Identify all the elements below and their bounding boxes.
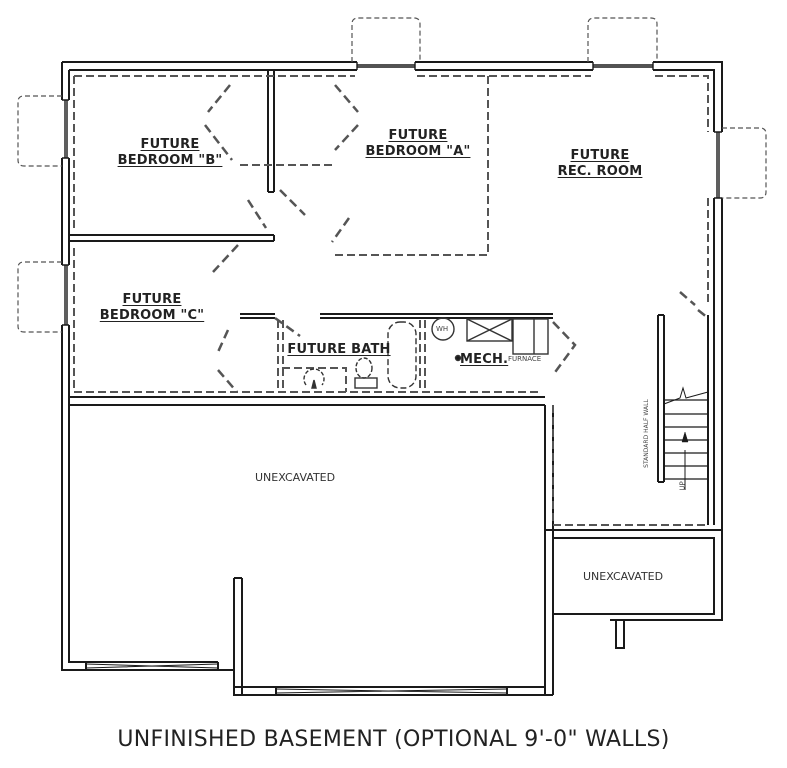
- rec-room-line1: FUTURE: [570, 148, 630, 163]
- exterior-walls: [61, 61, 723, 696]
- bath-line1: FUTURE BATH: [287, 342, 391, 357]
- room-label-bath: FUTURE BATH: [280, 342, 398, 358]
- bedroom-a-line2: BEDROOM "A": [365, 144, 471, 159]
- room-label-bedroom-a: FUTURE BEDROOM "A": [358, 128, 478, 160]
- room-label-rec-room: FUTURE REC. ROOM: [545, 148, 655, 180]
- bedroom-c-line1: FUTURE: [122, 292, 182, 307]
- room-label-bedroom-c: FUTURE BEDROOM "C": [92, 292, 212, 324]
- stair-up-label: UP: [678, 481, 687, 491]
- interior-walls: [69, 70, 723, 649]
- room-label-bedroom-b: FUTURE BEDROOM "B": [110, 137, 230, 169]
- bedroom-a-line1: FUTURE: [388, 128, 448, 143]
- furnace-label: FURNACE: [508, 355, 542, 363]
- stair-half-wall-note: STANDARD HALF WALL: [642, 399, 650, 468]
- bedroom-c-line2: BEDROOM "C": [99, 308, 205, 323]
- rec-room-line2: REC. ROOM: [557, 164, 643, 179]
- plan-title: UNFINISHED BASEMENT (OPTIONAL 9'-0" WALL…: [117, 727, 670, 752]
- unexcavated-main-label: UNEXCAVATED: [255, 471, 336, 484]
- room-label-mech: MECH.: [460, 352, 510, 368]
- unexcavated-small-label: UNEXCAVATED: [583, 570, 664, 583]
- mech-line1: MECH.: [460, 352, 509, 367]
- bedroom-b-line2: BEDROOM "B": [117, 153, 223, 168]
- water-heater-label: WH: [436, 325, 449, 333]
- bedroom-b-line1: FUTURE: [140, 137, 200, 152]
